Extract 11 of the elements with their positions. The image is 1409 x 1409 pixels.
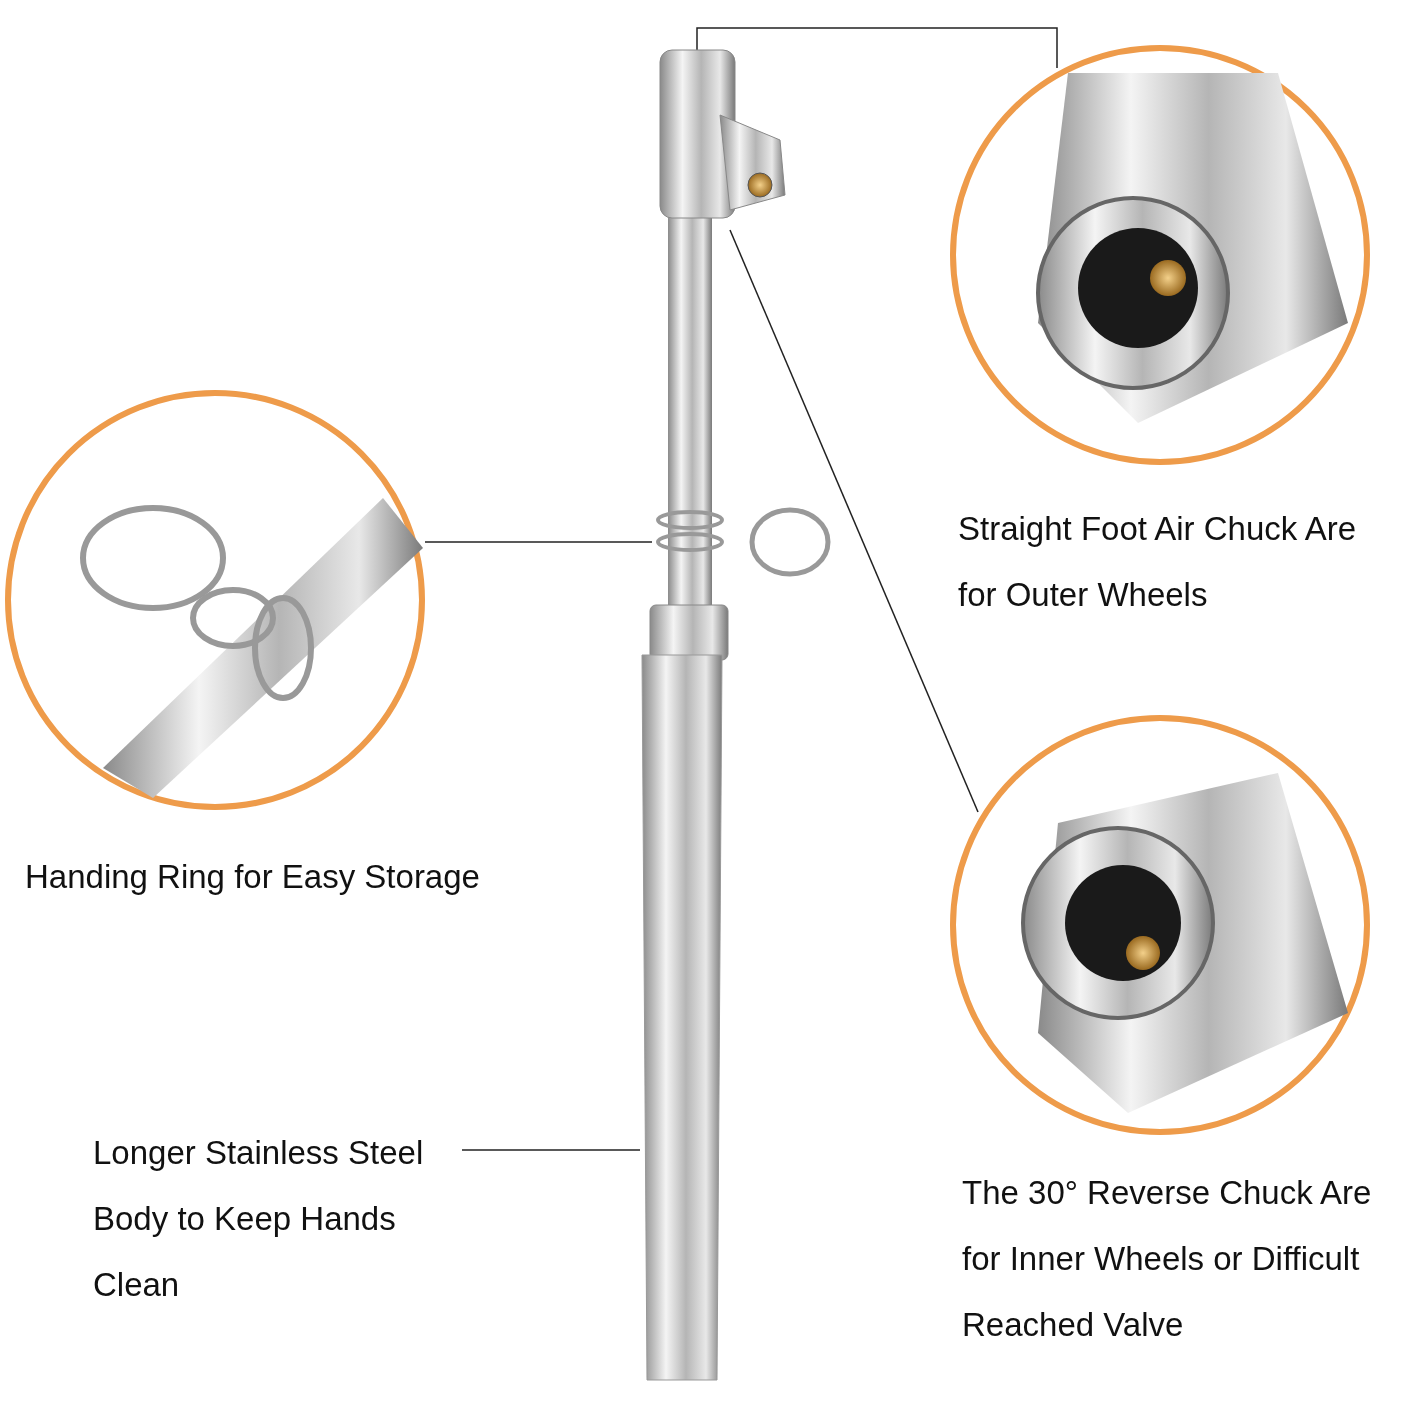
feature-caption: Handing Ring for Easy Storage — [25, 857, 481, 897]
leader-line — [424, 541, 653, 543]
ring-closeup-picture — [3, 388, 427, 812]
chuck-closeup-picture — [948, 713, 1372, 1137]
feature-caption: Longer Stainless Steel Body to Keep Hands Clean — [93, 1133, 425, 1305]
leader-line — [729, 229, 979, 813]
feature-caption: Straight Foot Air Chuck Are for Outer Wheels — [958, 509, 1357, 615]
leader-line — [696, 27, 1058, 69]
leader-line — [461, 1149, 641, 1151]
chuck-closeup-picture — [948, 43, 1372, 467]
feature-caption: The 30° Reverse Chuck Are for Inner Wheels or Difficult Reached Valve — [962, 1173, 1373, 1345]
